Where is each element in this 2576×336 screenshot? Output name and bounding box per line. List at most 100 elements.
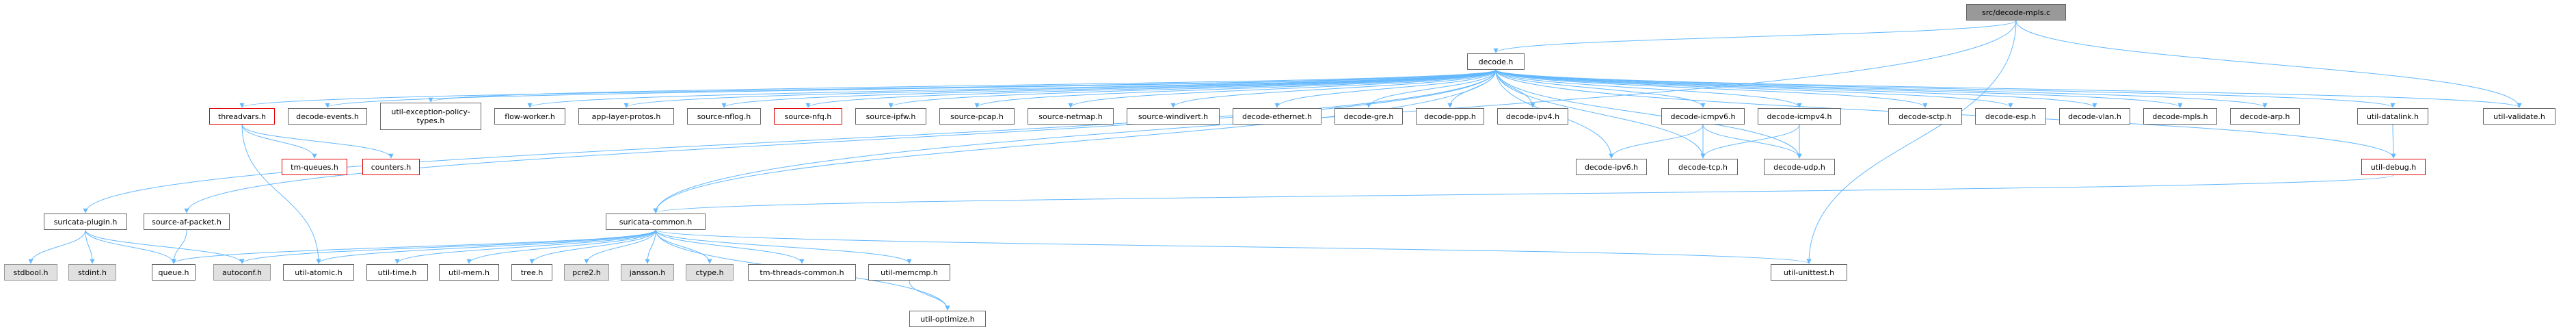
node-decode-gre-h[interactable]: decode-gre.h [1334, 108, 1403, 125]
edge-decode-to-suricata_plugin [83, 69, 1497, 214]
edge-suricata_plugin-to-stdint [85, 229, 95, 264]
node-decode-tcp-h[interactable]: decode-tcp.h [1668, 159, 1738, 175]
node-label: source-netmap.h [1038, 112, 1103, 121]
node-decode-udp-h[interactable]: decode-udp.h [1764, 159, 1835, 175]
node-util-memcmp-h[interactable]: util-memcmp.h [868, 264, 950, 281]
node-label: decode-ethernet.h [1242, 112, 1312, 121]
edge-decode-to-decode_arp [1495, 69, 2268, 108]
node-decode-ppp-h[interactable]: decode-ppp.h [1416, 108, 1484, 125]
edge-suricata_common-to-tm_threads_common [655, 229, 805, 264]
edge-suricata_common-to-pcre2 [584, 229, 656, 264]
node-ctype-h[interactable]: ctype.h [686, 264, 734, 281]
edge-suricata_common-to-util_atomic [316, 229, 656, 264]
edge-decode-to-source_pcap [974, 69, 1497, 108]
node-util-datalink-h[interactable]: util-datalink.h [2357, 108, 2428, 125]
node-label: decode-ipv4.h [1505, 112, 1560, 121]
edge-decode-to-suricata_common [653, 69, 1497, 214]
node-tm-threads-common-h[interactable]: tm-threads-common.h [748, 264, 856, 281]
node-label: suricata-common.h [619, 217, 693, 227]
node-counters-h[interactable]: counters.h [362, 159, 420, 175]
node-util-unittest-h[interactable]: util-unittest.h [1771, 264, 1847, 281]
node-decode-vlan-h[interactable]: decode-vlan.h [2059, 108, 2130, 125]
node-label: source-af-packet.h [152, 217, 222, 227]
node-label: queue.h [158, 268, 189, 277]
node-label: source-windivert.h [1138, 112, 1209, 121]
node-queue-h[interactable]: queue.h [152, 264, 196, 281]
node-label: decode-events.h [296, 112, 359, 121]
node-util-optimize-h[interactable]: util-optimize.h [909, 311, 986, 327]
node-util-atomic-h[interactable]: util-atomic.h [283, 264, 354, 281]
node-label: jansson.h [629, 268, 666, 277]
node-source-netmap-h[interactable]: source-netmap.h [1028, 108, 1114, 125]
node-source-windivert-h[interactable]: source-windivert.h [1127, 108, 1220, 125]
node-source-nfq-h[interactable]: source-nfq.h [774, 108, 842, 125]
node-stdbool-h[interactable]: stdbool.h [4, 264, 57, 281]
node-label: counters.h [371, 162, 412, 172]
node-label: util-memcmp.h [881, 268, 938, 277]
node-src-decode-mpls-c[interactable]: src/decode-mpls.c [1966, 4, 2066, 21]
node-tree-h[interactable]: tree.h [511, 264, 552, 281]
node-decode-h[interactable]: decode.h [1467, 53, 1525, 70]
node-decode-ipv4-h[interactable]: decode-ipv4.h [1497, 108, 1568, 125]
node-decode-ipv6-h[interactable]: decode-ipv6.h [1576, 159, 1647, 175]
node-decode-esp-h[interactable]: decode-esp.h [1975, 108, 2046, 125]
node-util-time-h[interactable]: util-time.h [366, 264, 428, 281]
node-label: decode-gre.h [1343, 112, 1394, 121]
node-decode-icmpv6-h[interactable]: decode-icmpv6.h [1661, 108, 1745, 125]
edge-util_memcmp-to-util_optimize [909, 280, 950, 311]
node-util-mem-h[interactable]: util-mem.h [439, 264, 499, 281]
node-suricata-plugin-h[interactable]: suricata-plugin.h [44, 214, 127, 230]
node-decode-sctp-h[interactable]: decode-sctp.h [1888, 108, 1962, 125]
node-label: decode-ppp.h [1424, 112, 1476, 121]
edge-decode-to-decode_ethernet [1274, 69, 1497, 108]
node-util-debug-h[interactable]: util-debug.h [2361, 159, 2426, 175]
edge-decode-to-flow_worker [527, 69, 1497, 108]
node-decode-ethernet-h[interactable]: decode-ethernet.h [1233, 108, 1321, 125]
edge-root-to-util_unittest [1806, 20, 2017, 264]
node-label: decode-vlan.h [2068, 112, 2121, 121]
node-source-pcap-h[interactable]: source-pcap.h [939, 108, 1015, 125]
edge-threadvars-to-tm_queues [241, 124, 317, 159]
node-label: ctype.h [695, 268, 724, 277]
edge-decode-to-source_netmap [1068, 69, 1497, 108]
edge-decode-to-decode_esp [1495, 69, 2013, 108]
node-autoconf-h[interactable]: autoconf.h [213, 264, 271, 281]
node-jansson-h[interactable]: jansson.h [621, 264, 674, 281]
edge-decode-to-util_datalink [1495, 69, 2396, 108]
node-suricata-common-h[interactable]: suricata-common.h [606, 214, 706, 230]
node-label: decode-sctp.h [1899, 112, 1952, 121]
node-pcre2-h[interactable]: pcre2.h [564, 264, 609, 281]
edge-suricata_common-to-autoconf [239, 229, 656, 264]
node-source-nflog-h[interactable]: source-nflog.h [687, 108, 761, 125]
node-source-ipfw-h[interactable]: source-ipfw.h [855, 108, 926, 125]
node-label: autoconf.h [222, 268, 263, 277]
node-app-layer-protos-h[interactable]: app-layer-protos.h [578, 108, 674, 125]
node-label: decode-icmpv6.h [1670, 112, 1736, 121]
node-decode-arp-h[interactable]: decode-arp.h [2230, 108, 2300, 125]
node-stdint-h[interactable]: stdint.h [68, 264, 116, 281]
edge-decode-to-decode_events [325, 69, 1497, 108]
node-threadvars-h[interactable]: threadvars.h [209, 108, 275, 125]
node-decode-events-h[interactable]: decode-events.h [288, 108, 367, 125]
node-label: src/decode-mpls.c [1981, 8, 2051, 17]
edge-decode-to-decode_mpls [1495, 69, 2183, 108]
node-decode-icmpv4-h[interactable]: decode-icmpv4.h [1758, 108, 1841, 125]
node-tm-queues-h[interactable]: tm-queues.h [282, 159, 347, 175]
node-label: util-unittest.h [1783, 268, 1835, 277]
node-label: source-nflog.h [697, 112, 751, 121]
edge-decode_icmpv4-to-decode_tcp [1700, 124, 1800, 159]
edge-decode-to-util_exception [428, 69, 1497, 103]
edge-suricata_plugin-to-queue [85, 229, 176, 264]
node-label: source-ipfw.h [866, 112, 916, 121]
node-util-validate-h[interactable]: util-validate.h [2483, 108, 2555, 125]
node-decode-mpls-h[interactable]: decode-mpls.h [2143, 108, 2217, 125]
node-label: decode-tcp.h [1678, 162, 1728, 172]
edge-suricata_common-to-util_time [394, 229, 656, 264]
node-flow-worker-h[interactable]: flow-worker.h [494, 108, 565, 125]
edge-suricata_common-to-util_mem [466, 229, 656, 264]
edge-suricata_common-to-util_memcmp [655, 229, 912, 264]
edge-root-to-decode [1493, 20, 2017, 53]
node-source-af-packet-h[interactable]: source-af-packet.h [144, 214, 230, 230]
node-util-exception-policy-types-h[interactable]: util-exception-policy-types.h [380, 103, 481, 130]
node-label: flow-worker.h [505, 112, 555, 121]
